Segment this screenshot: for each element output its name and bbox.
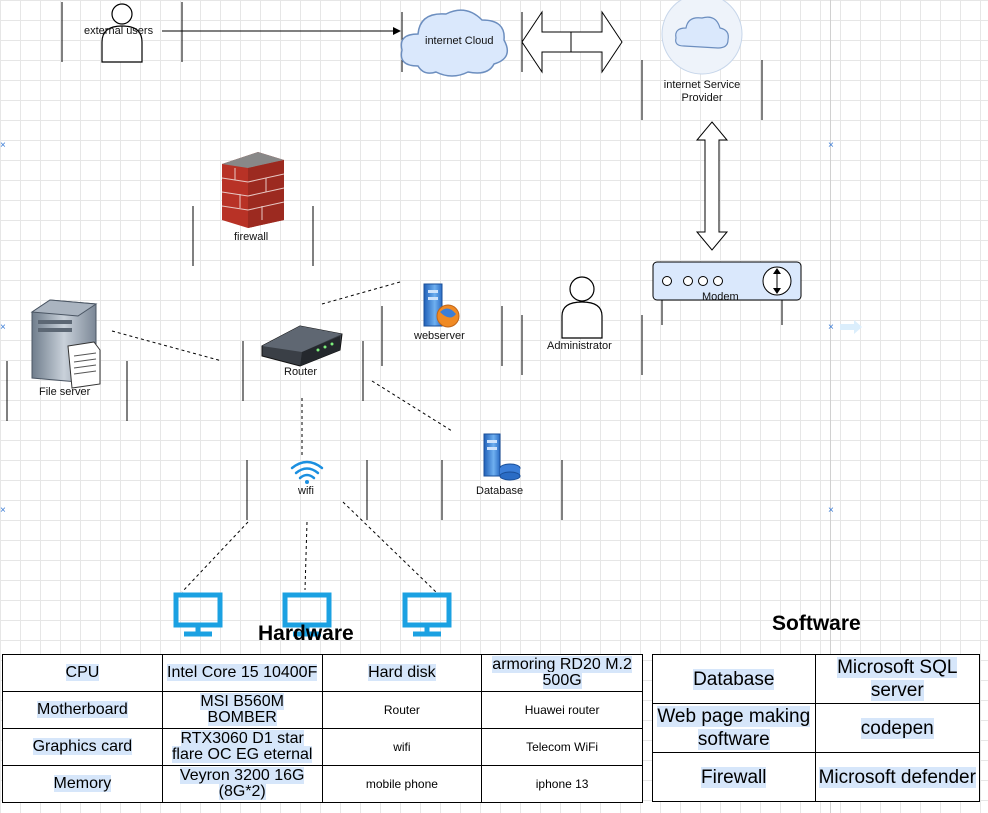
table-cell: Firewall: [652, 752, 816, 802]
router-icon: [261, 325, 343, 367]
database-label: Database: [476, 485, 524, 497]
webserver-icon: [423, 283, 460, 328]
modem-icon: [652, 261, 802, 301]
table-cell: armoring RD20 M.2 500G: [481, 654, 643, 692]
external-users-label: external users: [84, 25, 154, 37]
table-cell: Huawei router: [481, 691, 643, 729]
modem-label: Modem: [702, 291, 739, 303]
expand-arrow-icon: [840, 320, 862, 334]
table-cell: Web page making software: [652, 703, 816, 753]
table-row: Memory Veyron 3200 16G (8G*2) mobile pho…: [2, 765, 643, 803]
router-label: Router: [284, 366, 318, 378]
file-server-icon: [30, 299, 101, 389]
table-row: CPU Intel Core 15 10400F Hard disk armor…: [2, 654, 643, 692]
file-server-label: File server: [39, 386, 91, 398]
internet-cloud-icon: [400, 9, 509, 77]
table-cell: Motherboard: [2, 691, 163, 729]
table-cell: RTX3060 D1 star flare OC EG eternal: [161, 728, 323, 766]
isp-cloud-icon: [661, 0, 743, 75]
client-monitor-icon: [402, 592, 452, 637]
table-row: Database Microsoft SQL server: [652, 654, 981, 704]
table-cell: Database: [652, 654, 816, 704]
table-row: Web page making software codepen: [652, 703, 981, 753]
cloud-isp-double-arrow: [521, 10, 623, 74]
table-row: Graphics card RTX3060 D1 star flare OC E…: [2, 728, 643, 766]
table-cell: mobile phone: [321, 765, 483, 803]
client-monitor-icon: [173, 592, 223, 637]
selection-marker: ×: [0, 140, 6, 151]
table-cell: Graphics card: [2, 728, 163, 766]
selection-marker: ×: [828, 140, 834, 151]
table-cell: iphone 13: [481, 765, 643, 803]
selection-marker: ×: [828, 322, 834, 333]
table-cell: Veyron 3200 16G (8G*2): [161, 765, 323, 803]
hardware-title: Hardware: [258, 622, 354, 645]
software-table: Database Microsoft SQL server Web page m…: [652, 654, 981, 802]
table-cell: Hard disk: [321, 654, 483, 692]
external-users-icon: [101, 3, 143, 63]
table-cell: Microsoft SQL server: [814, 654, 981, 704]
table-row: Firewall Microsoft defender: [652, 752, 981, 802]
isp-modem-double-arrow: [695, 121, 729, 251]
table-cell: wifi: [321, 728, 483, 766]
wifi-label: wifi: [298, 485, 314, 497]
firewall-icon: [221, 152, 285, 228]
isp-label: internet Service Provider: [663, 79, 741, 104]
client-monitor-icon: [282, 592, 332, 637]
administrator-label: Administrator: [547, 340, 612, 352]
wifi-icon: [290, 460, 324, 484]
selection-marker: ×: [828, 505, 834, 516]
table-cell: Telecom WiFi: [481, 728, 643, 766]
hardware-table: CPU Intel Core 15 10400F Hard disk armor…: [2, 654, 643, 803]
firewall-label: firewall: [234, 231, 269, 243]
table-cell: Microsoft defender: [814, 752, 981, 802]
selection-marker: ×: [0, 505, 6, 516]
table-cell: MSI B560M BOMBER: [161, 691, 323, 729]
selection-marker: ×: [0, 322, 6, 333]
table-cell: Intel Core 15 10400F: [161, 654, 323, 692]
table-cell: CPU: [2, 654, 163, 692]
table-cell: Router: [321, 691, 483, 729]
table-cell: codepen: [814, 703, 981, 753]
administrator-icon: [561, 276, 603, 339]
webserver-label: webserver: [414, 330, 465, 342]
software-title: Software: [772, 612, 861, 635]
table-cell: Memory: [2, 765, 163, 803]
table-row: Motherboard MSI B560M BOMBER Router Huaw…: [2, 691, 643, 729]
dashed-links: [111, 281, 453, 593]
page-boundary: [830, 0, 831, 813]
database-icon: [483, 433, 521, 481]
internet-cloud-label: internet Cloud: [425, 35, 494, 47]
